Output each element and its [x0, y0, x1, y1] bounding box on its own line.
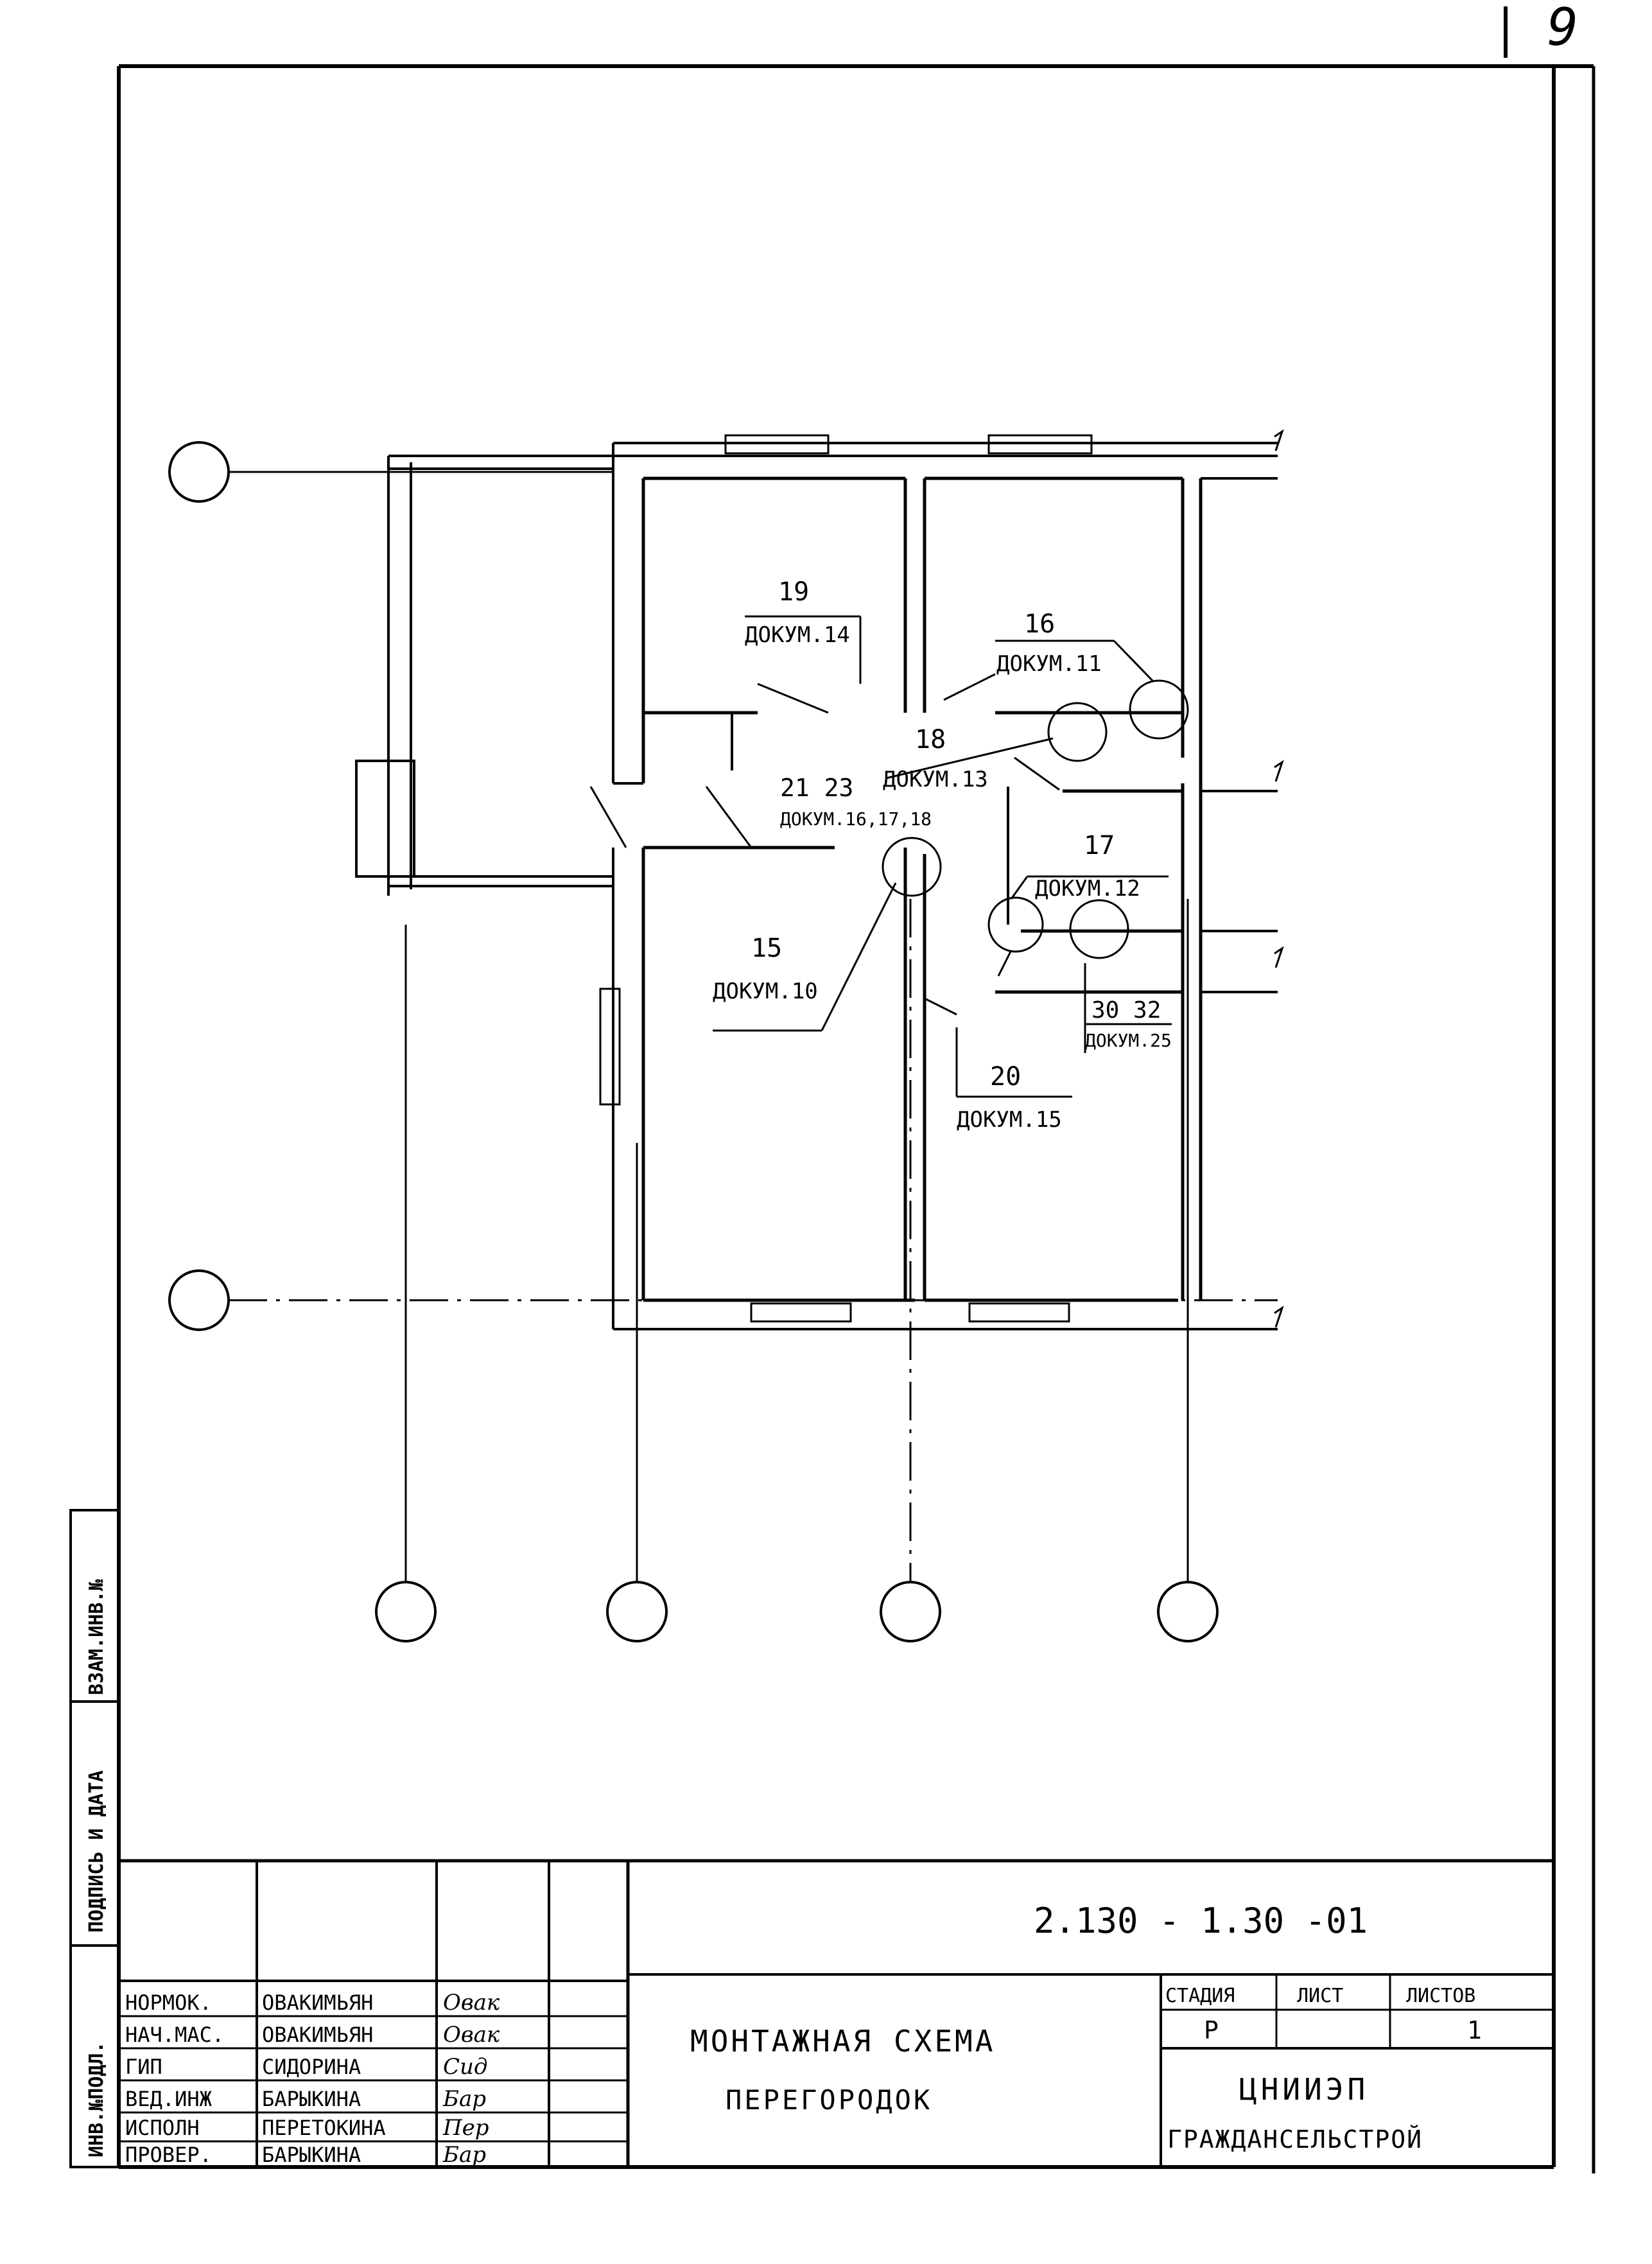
signature-mark: Сид [443, 2054, 487, 2080]
side-stamp-vzam-inv: ВЗАМ.ИНВ.№ [85, 1578, 108, 1695]
callout-16: 16 ДОКУМ.11 [996, 609, 1102, 677]
org-line2: ГРАЖДАНСЕЛЬСТРОЙ [1167, 2125, 1423, 2154]
callout-30-32-doc: ДОКУМ.25 [1085, 1030, 1172, 1051]
drawing-code: 2.130 - 1.30 -01 [1034, 1901, 1368, 1941]
callout-15-doc: ДОКУМ.10 [713, 979, 818, 1004]
signature-name: БАРЫКИНА [262, 2143, 361, 2167]
signature-name: БАРЫКИНА [262, 2087, 361, 2111]
callout-18: 18 ДОКУМ.13 [883, 725, 988, 792]
callout-21-23-number: 21 23 [780, 774, 853, 802]
signature-row: ИСПОЛН ПЕРЕТОКИНА Пер [125, 2115, 489, 2141]
callout-30-32-number: 30 32 [1091, 997, 1161, 1023]
signature-row: НАЧ.МАС. ОВАКИМЬЯН Овак [125, 2022, 500, 2048]
callout-18-number: 18 [915, 725, 946, 754]
signature-row: НОРМОК. ОВАКИМЬЯН Овак [125, 1990, 500, 2016]
signature-role: НАЧ.МАС. [125, 2023, 224, 2047]
axis-grid [168, 441, 1219, 1642]
callout-20-doc: ДОКУМ.15 [957, 1107, 1062, 1133]
callout-leaders [713, 615, 1189, 1098]
axis-bubble-top [168, 441, 230, 503]
signature-role: ВЕД.ИНЖ [125, 2087, 213, 2111]
signature-row: ГИП СИДОРИНА Сид [125, 2054, 487, 2080]
callout-19: 19 ДОКУМ.14 [745, 577, 850, 648]
side-stamp-podpis-data: ПОДПИСЬ И ДАТА [85, 1770, 108, 1933]
axis-bubble-bottom [168, 1269, 230, 1331]
callout-15-number: 15 [751, 934, 782, 963]
page-number: 9 [1547, 0, 1578, 57]
callout-21-23: 21 23 ДОКУМ.16,17,18 [780, 774, 932, 830]
callout-19-doc: ДОКУМ.14 [745, 622, 850, 648]
signature-mark: Овак [443, 2022, 500, 2048]
callout-15: 15 ДОКУМ.10 [713, 934, 818, 1004]
callout-30-32: 30 32 ДОКУМ.25 [1085, 997, 1172, 1051]
org-line1: ЦНИИЭП [1239, 2072, 1369, 2107]
drawing-title-line2: ПЕРЕГОРОДОК [726, 2084, 932, 2116]
signature-role: ГИП [125, 2055, 162, 2079]
floor-plan [355, 429, 1284, 1330]
signature-mark: Бар [442, 2142, 486, 2168]
signature-name: ОВАКИМЬЯН [262, 2023, 373, 2047]
signature-name: ПЕРЕТОКИНА [262, 2116, 386, 2140]
signature-role: ИСПОЛН [125, 2116, 200, 2140]
axis-bubble-1 [375, 1581, 437, 1642]
callout-18-doc: ДОКУМ.13 [883, 767, 988, 792]
callout-16-doc: ДОКУМ.11 [996, 651, 1102, 677]
side-stamp-inv-podl: ИНВ.№ПОДЛ. [85, 2041, 108, 2157]
sheets-value: 1 [1467, 2016, 1482, 2044]
signature-row: ВЕД.ИНЖ БАРЫКИНА Бар [125, 2086, 486, 2112]
signature-role: НОРМОК. [125, 1990, 212, 2015]
title-block-grid [119, 1859, 1554, 2167]
axis-bubble-4 [1157, 1581, 1219, 1642]
callout-16-number: 16 [1024, 609, 1055, 639]
signature-mark: Овак [443, 1990, 500, 2016]
axis-bubble-3 [880, 1581, 941, 1642]
callout-20-number: 20 [990, 1062, 1021, 1092]
sheets-header: ЛИСТОВ [1406, 1985, 1475, 2007]
signature-row: ПРОВЕР. БАРЫКИНА Бар [125, 2142, 486, 2168]
signature-name: СИДОРИНА [262, 2055, 361, 2079]
signature-mark: Пер [442, 2115, 489, 2141]
callout-17-number: 17 [1084, 831, 1115, 860]
stage-header: СТАДИЯ [1165, 1985, 1235, 2007]
callout-17: 17 ДОКУМ.12 [1035, 831, 1140, 901]
callout-17-doc: ДОКУМ.12 [1035, 876, 1140, 901]
side-stamp [69, 1509, 120, 2168]
callout-20: 20 ДОКУМ.15 [957, 1062, 1062, 1133]
callout-19-number: 19 [778, 577, 809, 607]
axis-bubble-2 [606, 1581, 668, 1642]
frame [117, 64, 1595, 2173]
callout-21-23-doc: ДОКУМ.16,17,18 [780, 808, 932, 830]
signature-role: ПРОВЕР. [125, 2143, 212, 2167]
drawing-title-line1: МОНТАЖНАЯ СХЕМА [690, 2024, 995, 2059]
page-number-box: 9 [1504, 0, 1578, 58]
sheet-header: ЛИСТ [1297, 1985, 1343, 2007]
signature-mark: Бар [442, 2086, 486, 2112]
stage-value: Р [1204, 2016, 1219, 2044]
signature-name: ОВАКИМЬЯН [262, 1990, 373, 2015]
